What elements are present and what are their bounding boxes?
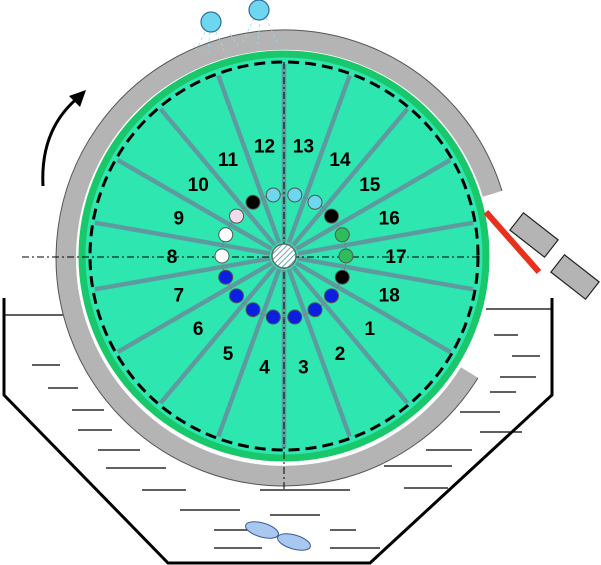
zone-dot-1 (323, 288, 339, 304)
zone-dot-3 (287, 309, 303, 325)
spoke (94, 220, 271, 256)
sector-label-10: 10 (188, 175, 209, 196)
wash-droplet-right (248, 0, 270, 21)
zone-dots (214, 187, 354, 325)
zone-dot-9 (218, 227, 234, 243)
zone-dot-14 (307, 194, 323, 210)
sector-label-16: 16 (379, 209, 400, 230)
sector-label-11: 11 (218, 150, 239, 171)
spoke (116, 158, 274, 251)
spoke (294, 158, 452, 251)
zone-dot-8 (214, 248, 230, 264)
rotation-arrowhead (69, 90, 86, 107)
spoke (158, 265, 277, 405)
sector-label-4: 4 (259, 357, 270, 378)
zone-dot-17 (338, 248, 354, 264)
spoke (216, 74, 282, 244)
spoke (158, 107, 277, 247)
wash-spray (195, 17, 279, 53)
spoke (291, 107, 410, 247)
spoke (297, 256, 474, 292)
rotation-arrow (41, 94, 81, 187)
spoke (286, 74, 352, 244)
sector-label-5: 5 (223, 344, 234, 365)
cake-block-lower (550, 253, 600, 301)
zone-dot-10 (229, 208, 245, 224)
cake-block-upper (509, 211, 559, 259)
spoke (297, 220, 474, 256)
spoke (291, 265, 410, 405)
scraper-blade (483, 210, 542, 274)
sector-label-6: 6 (193, 319, 204, 340)
zone-dot-4 (265, 309, 281, 325)
sector-label-3: 3 (298, 357, 309, 378)
zone-dot-5 (245, 302, 261, 318)
drum-hub (271, 243, 297, 269)
agitator (245, 521, 311, 551)
zone-dot-6 (229, 288, 245, 304)
zone-dot-2 (307, 302, 323, 318)
zone-dot-7 (218, 269, 234, 285)
sector-label-15: 15 (359, 175, 381, 196)
spoke (216, 268, 282, 438)
spoke (286, 268, 352, 438)
spoke (94, 256, 271, 292)
sector-label-17: 17 (385, 247, 406, 268)
sector-label-2: 2 (335, 344, 346, 365)
drum-rim (56, 29, 502, 486)
sector-label-18: 18 (379, 285, 400, 306)
zone-dot-18 (334, 269, 350, 285)
filter-cloth (88, 60, 480, 452)
spoke (116, 261, 274, 354)
sector-label-14: 14 (329, 150, 351, 171)
zone-dot-16 (334, 227, 350, 243)
wash-droplet-left (200, 11, 222, 33)
zone-dot-11 (245, 194, 261, 210)
liquid-lines (32, 334, 540, 549)
drum-rim-edge (55, 29, 503, 487)
zone-dot-15 (323, 208, 339, 224)
zone-dot-12 (265, 187, 281, 203)
trough-outline (2, 298, 554, 565)
sector-label-9: 9 (173, 209, 184, 230)
sector-label-1: 1 (365, 319, 376, 340)
sector-label-13: 13 (293, 137, 314, 158)
sector-label-8: 8 (167, 247, 178, 268)
spoke (294, 261, 452, 354)
zone-dot-13 (287, 187, 303, 203)
sector-label-12: 12 (254, 137, 275, 158)
sector-label-7: 7 (173, 285, 184, 306)
